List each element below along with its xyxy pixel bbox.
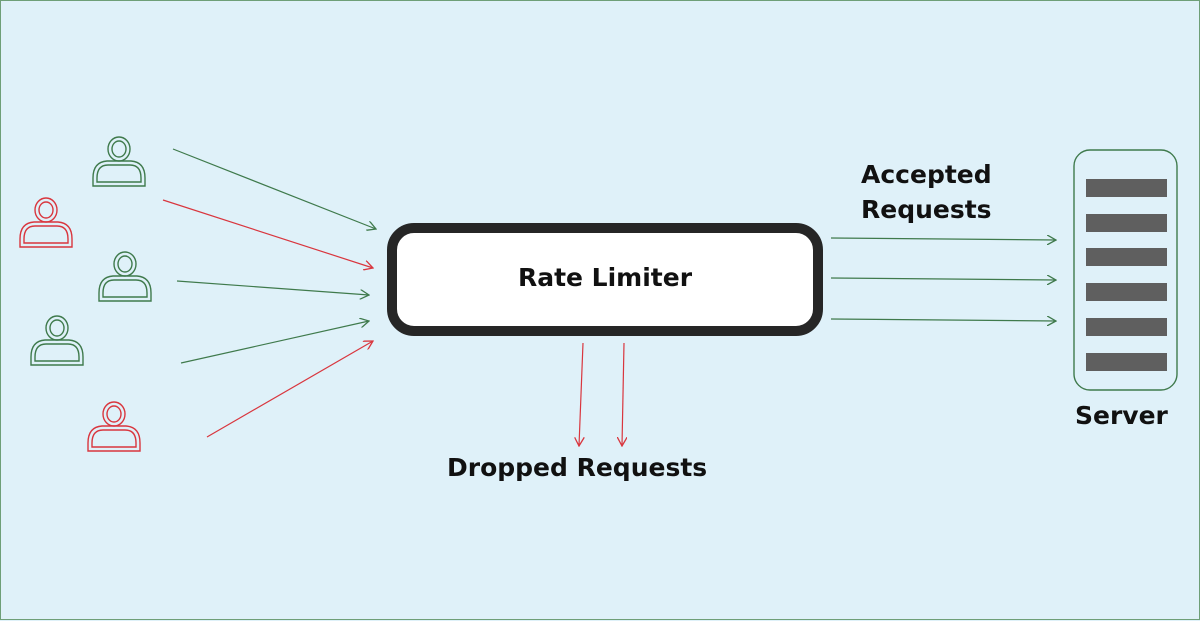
dropped-arrow (622, 342, 624, 446)
client-user-icon (19, 197, 73, 248)
request-arrow (162, 199, 373, 268)
rate-limiter-label: Rate Limiter (517, 263, 693, 292)
server-slot (1086, 248, 1167, 266)
accepted-arrow (830, 238, 1056, 240)
request-arrow (206, 341, 373, 438)
dropped-requests-label: Dropped Requests (447, 453, 708, 482)
accepted-arrow (830, 278, 1056, 280)
accepted-arrow (830, 319, 1056, 321)
server-slot (1086, 214, 1167, 232)
client-user-icon (30, 315, 84, 366)
server-slot (1086, 353, 1167, 371)
server-icon (1073, 149, 1178, 391)
dropped-arrow (579, 342, 583, 446)
server-label: Server (1075, 401, 1168, 430)
server-slot (1086, 318, 1167, 336)
server-slot (1086, 283, 1167, 301)
rate-limiter-box (387, 223, 823, 336)
server-slot (1086, 179, 1167, 197)
request-arrow (176, 280, 369, 295)
accepted-requests-label: Accepted Requests (861, 160, 992, 224)
request-arrow (180, 321, 369, 364)
client-user-icon (87, 401, 141, 452)
client-user-icon (92, 136, 146, 187)
client-user-icon (98, 251, 152, 302)
request-arrow (172, 148, 376, 229)
